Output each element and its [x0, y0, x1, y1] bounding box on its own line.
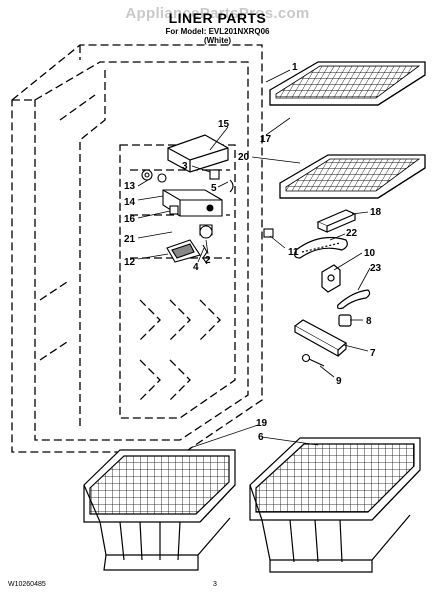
bracket-part-7: [293, 319, 348, 358]
watermark: AppliancePartsPros.com: [125, 5, 310, 22]
shelf-part-20: [279, 154, 426, 199]
callout-13: 13: [124, 181, 136, 192]
callout-3: 3: [182, 161, 188, 172]
part-11-clip: [263, 228, 274, 238]
diagram-title: LINER PARTS: [168, 10, 267, 26]
callout-8: 8: [366, 316, 372, 327]
screw-part-9: [301, 353, 325, 367]
trim-part-18: [316, 209, 357, 233]
callout-11: 11: [288, 247, 299, 258]
page-number: 3: [213, 581, 217, 588]
bracket-part-15: [167, 134, 229, 173]
callout-1: 1: [292, 62, 298, 73]
shelf-part-17: [269, 61, 426, 106]
part-16-switch: [169, 205, 179, 215]
callout-15: 15: [218, 119, 230, 130]
callout-19: 19: [256, 418, 268, 429]
liner-cabinet: [11, 44, 263, 453]
callout-2: 2: [205, 255, 211, 266]
callout-5: 5: [211, 183, 217, 194]
callout-10: 10: [364, 248, 376, 259]
model-info: For Model: EVL201NXRQ06 (White): [0, 27, 435, 45]
callout-14: 14: [124, 197, 136, 208]
part-3-block: [209, 169, 220, 180]
cap-part-8: [338, 314, 352, 327]
callout-21: 21: [124, 234, 136, 245]
callout-6: 6: [258, 432, 264, 443]
model-variant: (White): [203, 36, 232, 45]
callout-12: 12: [124, 257, 136, 268]
callout-22: 22: [346, 228, 358, 239]
basket-part-19: [83, 449, 236, 571]
callout-4: 4: [193, 262, 199, 273]
callout-18: 18: [370, 207, 382, 218]
callout-9: 9: [336, 376, 342, 387]
rail-part-23: [336, 289, 371, 310]
control-components: [141, 169, 274, 265]
part-4-screw: [202, 244, 208, 265]
callout-7: 7: [370, 348, 376, 359]
callout-17: 17: [260, 134, 272, 145]
callout-20: 20: [238, 152, 250, 163]
part-5-clip: [229, 179, 234, 193]
bracket-part-22: [294, 237, 348, 259]
model-line: For Model: EVL201NXRQ06: [165, 27, 270, 36]
callout-23: 23: [370, 263, 382, 274]
callout-16: 16: [124, 214, 136, 225]
basket-part-6: [249, 437, 421, 573]
leader-lines: [137, 69, 371, 449]
callout-numbers: 1 17 20 18 15 3 5 13 14 16 21 2 4 12 11 …: [124, 62, 382, 443]
document-code: W10260485: [8, 581, 46, 588]
hinge-part-10: [321, 264, 341, 293]
